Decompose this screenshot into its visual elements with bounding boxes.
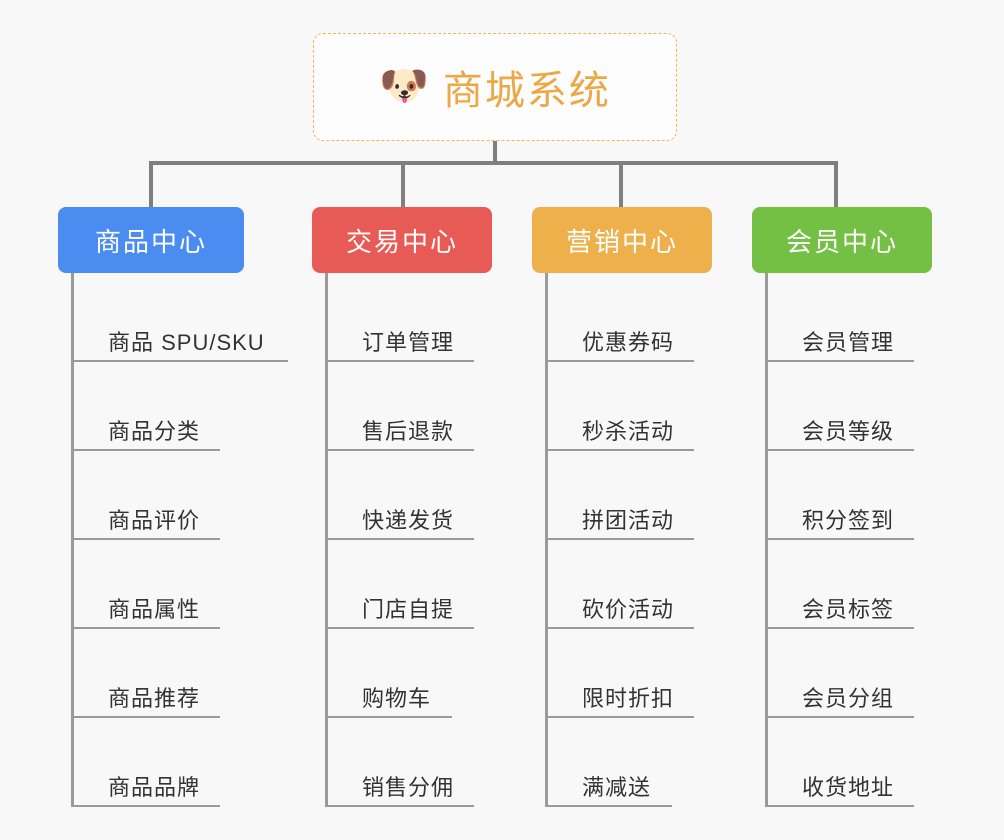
- leaf-underline: [548, 627, 694, 629]
- list-item[interactable]: 商品 SPU/SKU: [74, 273, 288, 362]
- leaf-label: 商品评价: [108, 508, 201, 533]
- leaf-label: 收货地址: [802, 775, 895, 800]
- leaf-underline: [328, 538, 474, 540]
- list-item[interactable]: 限时折扣: [548, 629, 712, 718]
- branch-marketing-center: 营销中心 优惠券码 秒杀活动 拼团活动 砍价活动 限时折扣: [532, 207, 712, 807]
- list-item[interactable]: 购物车: [328, 629, 492, 718]
- branch-product-center: 商品中心 商品 SPU/SKU 商品分类 商品评价 商品属性 商品推荐: [58, 207, 288, 807]
- leaf-label: 商品品牌: [108, 775, 201, 800]
- root-node-title: 商城系统: [442, 69, 611, 113]
- branch-header-product-center[interactable]: 商品中心: [58, 207, 244, 273]
- leaf-list-member-center: 会员管理 会员等级 积分签到 会员标签 会员分组 收货地址: [765, 273, 932, 807]
- leaf-underline: [74, 449, 220, 451]
- branch-trade-center: 交易中心 订单管理 售后退款 快递发货 门店自提 购物车: [312, 207, 492, 807]
- connector-branch-2: [401, 161, 405, 207]
- leaf-label: 会员管理: [802, 330, 895, 355]
- leaf-underline: [328, 716, 452, 718]
- list-item[interactable]: 收货地址: [768, 718, 932, 807]
- leaf-label: 砍价活动: [582, 597, 675, 622]
- leaf-list-trade-center: 订单管理 售后退款 快递发货 门店自提 购物车 销售分佣: [325, 273, 492, 807]
- leaf-underline: [328, 805, 474, 807]
- list-item[interactable]: 会员管理: [768, 273, 932, 362]
- list-item[interactable]: 会员等级: [768, 362, 932, 451]
- list-item[interactable]: 满减送: [548, 718, 712, 807]
- list-item[interactable]: 会员标签: [768, 540, 932, 629]
- leaf-label: 销售分佣: [362, 775, 455, 800]
- branch-header-marketing-center[interactable]: 营销中心: [532, 207, 712, 273]
- leaf-label: 秒杀活动: [582, 419, 675, 444]
- connector-root-stem: [493, 141, 497, 165]
- leaf-underline: [548, 538, 694, 540]
- list-item[interactable]: 秒杀活动: [548, 362, 712, 451]
- leaf-underline: [328, 360, 474, 362]
- leaf-label: 购物车: [362, 686, 432, 711]
- list-item[interactable]: 拼团活动: [548, 451, 712, 540]
- list-item[interactable]: 商品分类: [74, 362, 265, 451]
- shiba-dog-face-icon: 🐶: [379, 64, 429, 108]
- leaf-label: 会员分组: [802, 686, 895, 711]
- list-item[interactable]: 销售分佣: [328, 718, 492, 807]
- leaf-label: 快递发货: [362, 508, 455, 533]
- leaf-underline: [548, 360, 694, 362]
- list-item[interactable]: 商品属性: [74, 540, 265, 629]
- leaf-underline: [74, 805, 220, 807]
- list-item[interactable]: 积分签到: [768, 451, 932, 540]
- leaf-label: 会员等级: [802, 419, 895, 444]
- leaf-label: 会员标签: [802, 597, 895, 622]
- leaf-underline: [74, 716, 220, 718]
- list-item[interactable]: 商品推荐: [74, 629, 265, 718]
- branch-member-center: 会员中心 会员管理 会员等级 积分签到 会员标签 会员分组: [752, 207, 932, 807]
- leaf-label: 商品属性: [108, 597, 201, 622]
- leaf-underline: [768, 627, 914, 629]
- list-item[interactable]: 商品品牌: [74, 718, 265, 807]
- leaf-underline: [328, 627, 474, 629]
- leaf-underline: [548, 449, 694, 451]
- connector-branch-3: [619, 161, 623, 207]
- leaf-label: 满减送: [582, 775, 652, 800]
- leaf-label: 门店自提: [362, 597, 455, 622]
- connector-branch-1: [149, 161, 153, 207]
- leaf-underline: [768, 805, 914, 807]
- leaf-underline: [768, 716, 914, 718]
- list-item[interactable]: 快递发货: [328, 451, 492, 540]
- leaf-label: 订单管理: [362, 330, 455, 355]
- leaf-list-marketing-center: 优惠券码 秒杀活动 拼团活动 砍价活动 限时折扣 满减送: [545, 273, 712, 807]
- leaf-underline: [768, 449, 914, 451]
- list-item[interactable]: 优惠券码: [548, 273, 712, 362]
- list-item[interactable]: 订单管理: [328, 273, 492, 362]
- leaf-underline: [74, 627, 220, 629]
- leaf-label: 限时折扣: [582, 686, 675, 711]
- branch-header-trade-center[interactable]: 交易中心: [312, 207, 492, 273]
- leaf-underline: [548, 716, 694, 718]
- leaf-underline: [328, 449, 474, 451]
- leaf-list-product-center: 商品 SPU/SKU 商品分类 商品评价 商品属性 商品推荐 商品品牌: [71, 273, 288, 807]
- branch-header-member-center[interactable]: 会员中心: [752, 207, 932, 273]
- leaf-label: 商品推荐: [108, 686, 201, 711]
- leaf-label: 商品分类: [108, 419, 201, 444]
- leaf-underline: [74, 538, 220, 540]
- list-item[interactable]: 会员分组: [768, 629, 932, 718]
- leaf-label: 售后退款: [362, 419, 455, 444]
- leaf-underline: [768, 538, 914, 540]
- connector-horizontal-bus: [149, 161, 838, 165]
- leaf-label: 优惠券码: [582, 330, 675, 355]
- leaf-label: 积分签到: [802, 508, 895, 533]
- list-item[interactable]: 砍价活动: [548, 540, 712, 629]
- connector-branch-4: [834, 161, 838, 207]
- leaf-underline: [768, 360, 914, 362]
- root-node[interactable]: 🐶 商城系统: [313, 33, 677, 141]
- leaf-underline: [74, 360, 288, 362]
- list-item[interactable]: 商品评价: [74, 451, 265, 540]
- list-item[interactable]: 售后退款: [328, 362, 492, 451]
- list-item[interactable]: 门店自提: [328, 540, 492, 629]
- leaf-label: 拼团活动: [582, 508, 675, 533]
- leaf-underline: [548, 805, 672, 807]
- leaf-label: 商品 SPU/SKU: [108, 330, 265, 355]
